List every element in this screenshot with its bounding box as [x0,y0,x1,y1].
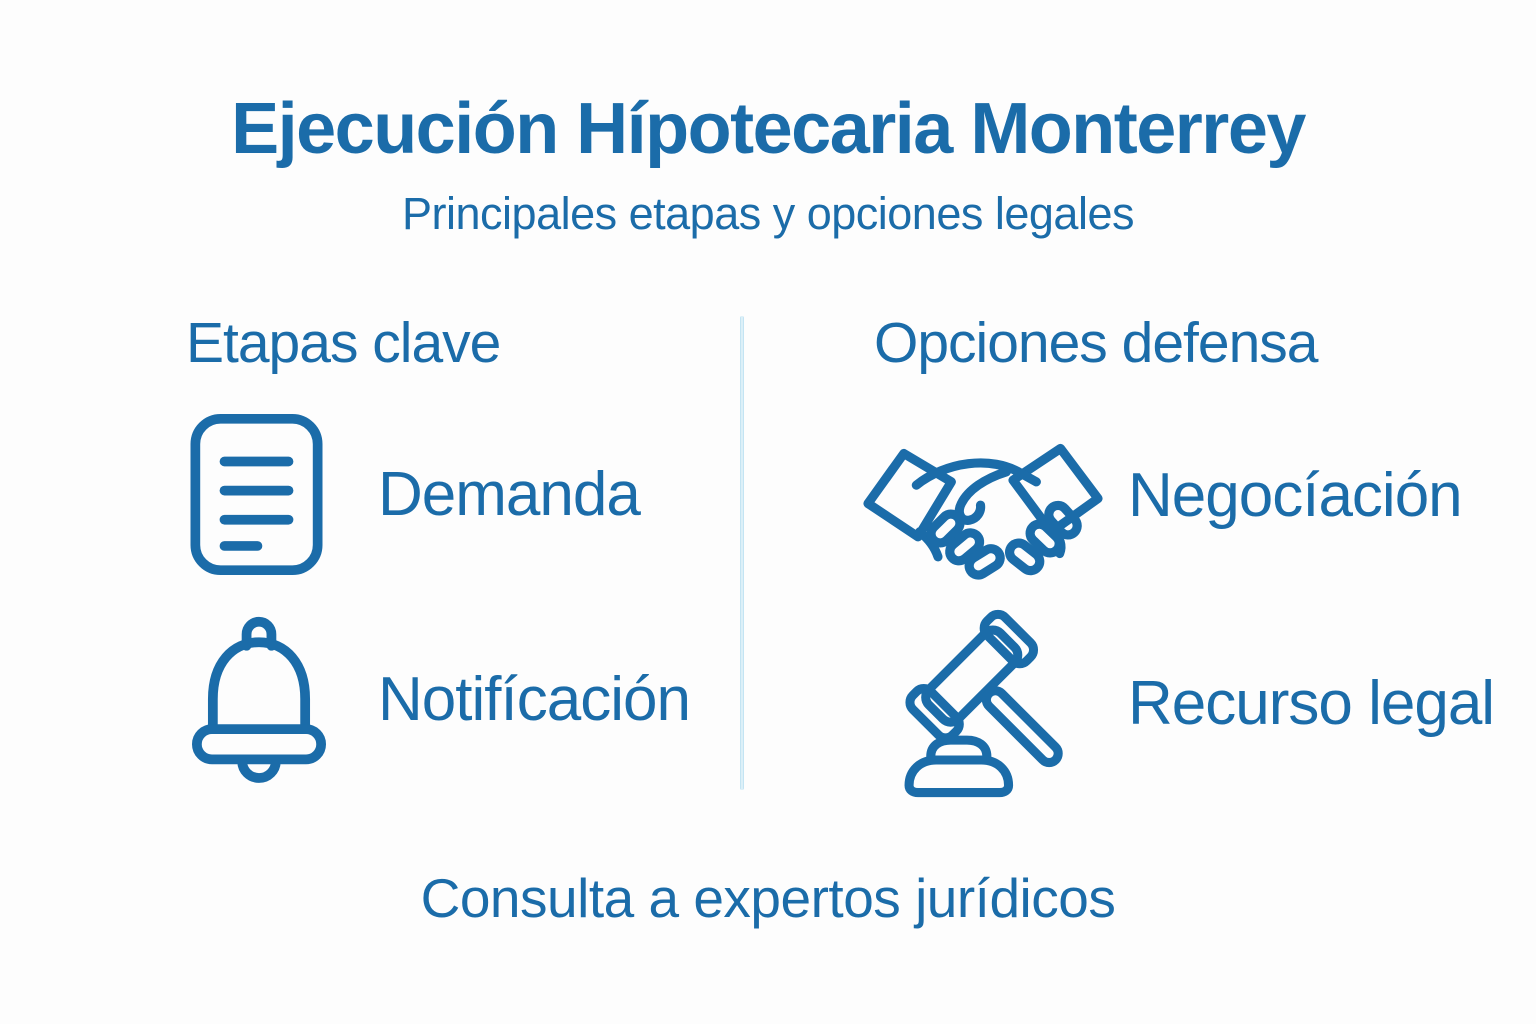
page-title: Ejecución Hípotecaria Monterrey [231,89,1306,169]
item-label: Notifícación [378,664,691,734]
left-column-heading: Etapas clave [186,311,501,375]
document-icon [188,412,325,577]
item-label: Demanda [378,460,641,529]
column-divider [740,316,744,790]
item-label: Negocíación [1128,461,1463,530]
list-item-recurso: Recurso legal [876,608,1495,798]
list-item-negociacion: Negocíación [858,430,1463,597]
list-item-demanda: Demanda [188,412,641,577]
footer-note: Consulta a expertos jurídicos [420,867,1116,929]
item-label: Recurso legal [1128,668,1495,738]
right-column-heading: Opciones defensa [874,311,1318,375]
page-subtitle: Principales etapas y opciones legales [402,188,1134,239]
bell-icon [188,610,330,788]
list-item-notificacion: Notifícación [188,610,691,788]
gavel-icon [876,608,1076,798]
handshake-icon [858,430,1108,597]
